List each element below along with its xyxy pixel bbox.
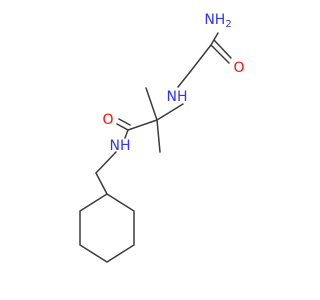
atom-labels: NH2 O NH O NH — [102, 12, 244, 154]
bond-nh-cq — [156, 103, 184, 121]
bond-nh-ch2 — [95, 151, 117, 174]
molecule-structure: NH2 O NH O NH — [79, 12, 245, 263]
bond-cq-me2 — [156, 119, 161, 153]
bond-nh2-c — [210, 32, 219, 46]
cyclohexane-ring — [79, 193, 135, 263]
bond-co-amide-b — [118, 118, 131, 126]
bond-c-ch2 — [189, 44, 212, 73]
bond-ch2-nh — [177, 71, 191, 88]
bond-co-amide-a — [116, 123, 129, 131]
atom-nh2: NH2 — [204, 12, 231, 30]
atom-o-top: O — [233, 60, 244, 76]
bonds — [79, 32, 232, 263]
bond-cc-nh — [124, 129, 129, 139]
atom-nh-amine: NH — [167, 89, 188, 105]
bond-co-top-a — [210, 44, 230, 64]
atom-nh-amide: NH — [110, 138, 131, 154]
bond-co-top-b — [213, 39, 232, 59]
bond-cq-me1 — [145, 87, 158, 121]
atom-o-amide: O — [102, 112, 113, 128]
bond-ch2-ring — [95, 172, 108, 195]
bond-cq-cc — [127, 119, 158, 131]
